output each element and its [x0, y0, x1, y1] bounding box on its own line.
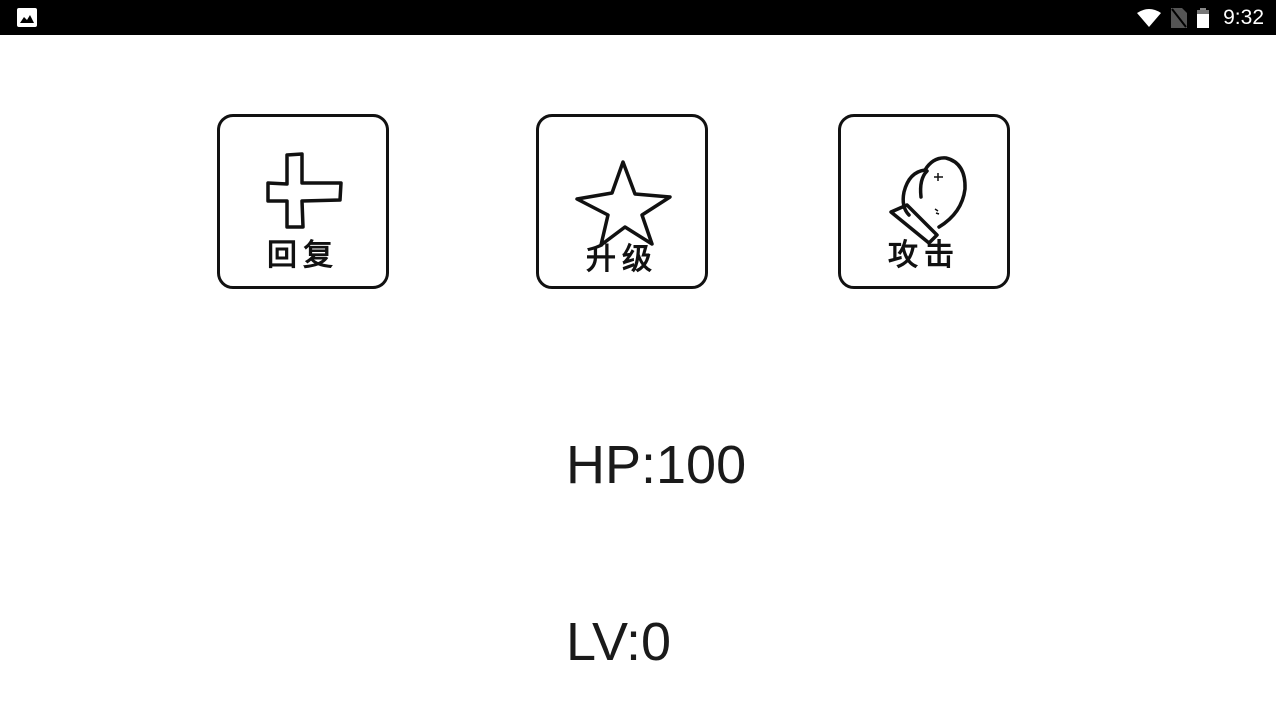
status-icons: 9:32: [1137, 0, 1264, 35]
level-display: LV:0: [566, 612, 672, 672]
plus-cross-icon: [266, 152, 343, 229]
gallery-icon: [17, 8, 37, 27]
status-bar: 9:32: [0, 0, 1276, 35]
attack-label: 攻击: [888, 238, 960, 273]
upgrade-label: 升级: [586, 242, 658, 277]
battery-icon: [1197, 7, 1210, 28]
upgrade-button[interactable]: 升级: [536, 114, 708, 289]
clock: 9:32: [1223, 5, 1264, 29]
no-sim-icon: [1171, 7, 1188, 28]
heal-label: 回复: [267, 238, 339, 273]
wifi-icon: [1137, 8, 1162, 27]
attack-button[interactable]: 攻击: [838, 114, 1010, 289]
boxing-glove-icon: [889, 156, 967, 245]
star-icon: [575, 160, 672, 247]
hp-display: HP:100: [566, 435, 747, 495]
heal-button[interactable]: 回复: [217, 114, 389, 289]
